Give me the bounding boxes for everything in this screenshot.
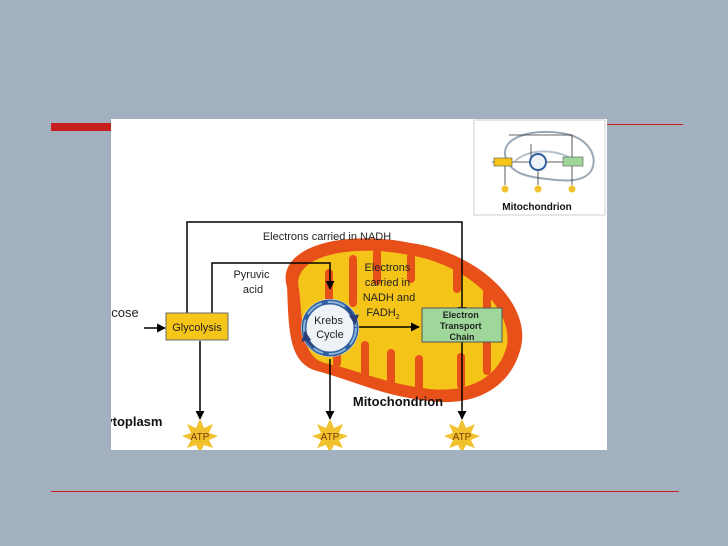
- atp-label-1: ATP: [191, 432, 210, 443]
- nadh-top-arrow: [186, 221, 467, 316]
- svg-text:Electron Transport: Electron Transport Chain: [440, 310, 484, 342]
- mitochondrion: [285, 238, 523, 403]
- nadh-top-label: Electrons carried in NADH: [263, 231, 391, 243]
- electrons-label-line2: carried in: [365, 277, 410, 289]
- krebs-label-line1: Krebs: [314, 315, 343, 327]
- flow-arrows: [144, 221, 467, 420]
- krebs-cycle: Krebs Cycle: [301, 299, 359, 357]
- atp-burst-3: ATP: [444, 419, 480, 453]
- pyruvic-label-line2: acid: [243, 284, 263, 296]
- svg-text:Krebs Cycle: Krebs Cycle: [314, 315, 346, 341]
- etc-label-line3: Chain: [449, 332, 474, 342]
- slide-accent-line-top: [607, 124, 683, 125]
- electrons-label-line1: Electrons: [365, 262, 411, 274]
- atp-burst-2: ATP: [312, 419, 348, 453]
- glycolysis-label: Glycolysis: [172, 322, 222, 334]
- glycolysis-box: Glycolysis: [165, 312, 229, 341]
- slide-accent-block: [51, 123, 111, 131]
- cellular-respiration-diagram: Krebs Cycle Glycolysis Electron Transpor…: [91, 119, 606, 453]
- krebs-label-line2: Cycle: [316, 329, 344, 341]
- etc-box: Electron Transport Chain: [421, 307, 503, 343]
- fadh-subscript: 2: [396, 314, 400, 321]
- atp-label-3: ATP: [453, 432, 472, 443]
- fadh-label: FADH2: [366, 307, 399, 321]
- diagram-panel: Krebs Cycle Glycolysis Electron Transpor…: [91, 119, 607, 453]
- pyruvic-label-line1: Pyruvic: [233, 269, 270, 281]
- thumbnail-glycolysis-box: [493, 157, 513, 167]
- atp-label-2: ATP: [321, 432, 340, 443]
- thumbnail-etc-box: [562, 156, 584, 167]
- thumbnail-label: Mitochondrion: [502, 202, 571, 213]
- electrons-label-line3: NADH and: [363, 292, 416, 304]
- pyruvic-arrow: [211, 262, 335, 313]
- atp-burst-1: ATP: [182, 419, 218, 453]
- svg-text:Pyruvic acid: Pyruvic acid: [233, 269, 272, 296]
- thumbnail-krebs-ring: [529, 153, 547, 171]
- slide-accent-line-bottom: [51, 491, 679, 492]
- etc-label-line1: Electron: [443, 310, 479, 320]
- cytoplasm-label: Cytoplasm: [111, 414, 162, 429]
- mitochondrion-label: Mitochondrion: [353, 394, 443, 409]
- svg-text:Electrons carried in N: Electrons carried in NADH and: [363, 262, 416, 304]
- thumbnail-inset: Mitochondrion: [473, 119, 606, 216]
- etc-label-line2: Transport: [440, 321, 482, 331]
- thumbnail-mitochondrion: [503, 131, 595, 182]
- glucose-label: Glucose: [111, 305, 139, 320]
